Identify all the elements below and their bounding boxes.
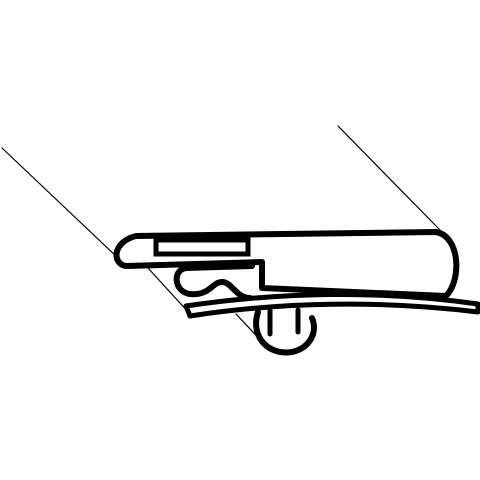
seal-base-strip — [183, 291, 480, 319]
seal-channel-slot — [153, 237, 251, 257]
anchor-foot-stems — [267, 307, 301, 337]
seal-anchor-foot — [253, 309, 317, 356]
lower-guide-line — [147, 267, 191, 315]
left-guide-line — [1, 147, 119, 259]
seal-flange-lip — [173, 263, 255, 301]
right-guide-line — [337, 125, 441, 231]
